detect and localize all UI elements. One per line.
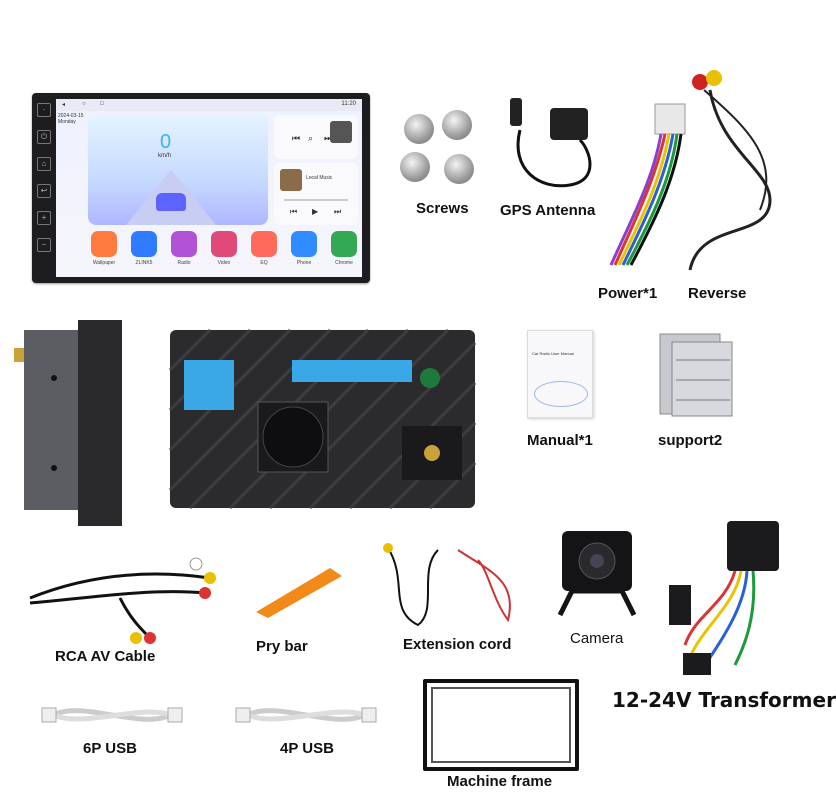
usb-4p-cable-image xyxy=(235,707,377,723)
power-icon: ⏻ xyxy=(37,130,51,144)
label-screws: Screws xyxy=(416,200,469,217)
label-usb4: 4P USB xyxy=(280,740,334,757)
speed-value: 0 xyxy=(160,131,172,153)
volume-down-icon: − xyxy=(37,238,51,252)
label-camera: Camera xyxy=(570,630,624,647)
next-icon[interactable]: ⏭ xyxy=(334,207,342,216)
label-power: Power*1 xyxy=(598,285,658,302)
camera-image xyxy=(557,531,637,617)
home-icon: ⌂ xyxy=(37,157,51,171)
extension-cord-image xyxy=(383,543,511,627)
label-pry-bar: Pry bar xyxy=(256,638,308,655)
chrome-icon xyxy=(331,231,357,257)
unit-back-panel-image xyxy=(168,328,477,510)
media-card[interactable]: ⏮ ⌕ ⏭ xyxy=(274,115,358,159)
screw xyxy=(400,152,430,182)
car-stereo-head-unit: · ⏻ ⌂ ↩ + − ◂ ○ □ 11:20 2024-03-15 Monda… xyxy=(32,93,370,283)
app-radio[interactable]: Radio xyxy=(166,231,202,275)
rca-av-cable-image xyxy=(29,557,216,644)
mic-icon: · xyxy=(37,103,51,117)
app-chrome[interactable]: Chrome xyxy=(326,231,362,275)
label-frame: Machine frame xyxy=(447,773,553,790)
screws-image xyxy=(400,110,480,190)
next-icon[interactable]: ⏭ xyxy=(324,133,333,143)
equalizer-icon xyxy=(251,231,277,257)
side-buttons: · ⏻ ⌂ ↩ + − xyxy=(36,103,52,273)
support-brackets-image xyxy=(659,333,733,417)
manual-graphic xyxy=(534,381,588,407)
power-harness-image xyxy=(609,103,686,266)
app-video[interactable]: Video xyxy=(206,231,242,275)
head-unit-screen: ◂ ○ □ 11:20 2024-03-15 Monday 0 km/h ⏮ ⌕… xyxy=(56,99,362,277)
album-art xyxy=(330,121,352,143)
previous-icon[interactable]: ⏮ xyxy=(292,133,301,143)
previous-icon[interactable]: ⏮ xyxy=(290,207,298,216)
transformer-image xyxy=(669,521,779,675)
manual-cover-text: Car Radio User Manual xyxy=(532,351,574,356)
back-icon: ↩ xyxy=(37,184,51,198)
status-bar: ◂ ○ □ 11:20 xyxy=(56,99,362,111)
music-title: Local Music xyxy=(306,175,333,181)
status-time: 11:20 xyxy=(341,101,356,107)
label-reverse: Reverse xyxy=(688,285,747,302)
pry-bar-image xyxy=(256,568,342,618)
label-gps: GPS Antenna xyxy=(500,202,596,219)
search-icon[interactable]: ⌕ xyxy=(308,133,314,143)
reverse-cable-image xyxy=(688,70,772,271)
recent-apps-icon: □ xyxy=(100,101,104,107)
date-text: 2024-03-15 xyxy=(58,113,84,119)
phone-icon xyxy=(291,231,317,257)
progress-bar[interactable] xyxy=(284,199,348,201)
car-link-icon xyxy=(131,231,157,257)
home-icon: ○ xyxy=(82,101,86,107)
album-art xyxy=(280,169,302,191)
clapper-icon xyxy=(211,231,237,257)
screw xyxy=(442,110,472,140)
machine-frame-image xyxy=(423,679,579,771)
screw xyxy=(404,114,434,144)
volume-up-icon: + xyxy=(37,211,51,225)
frame-inner-edge xyxy=(431,687,571,763)
gps-antenna-image xyxy=(510,98,592,188)
unit-side-view-image xyxy=(14,320,122,526)
weekday-text: Monday xyxy=(58,119,76,125)
label-manual: Manual*1 xyxy=(527,432,593,449)
car-icon xyxy=(156,193,186,211)
speed-unit: km/h xyxy=(158,153,172,159)
label-extension: Extension cord xyxy=(403,636,512,653)
app-eq[interactable]: EQ xyxy=(246,231,282,275)
play-icon[interactable]: ▶ xyxy=(312,207,319,216)
screw xyxy=(444,154,474,184)
usb-6p-cable-image xyxy=(41,707,183,723)
app-zlink[interactable]: ZLINK5 xyxy=(126,231,162,275)
speedometer-card[interactable]: 0 km/h xyxy=(88,115,268,225)
user-manual-image: Car Radio User Manual xyxy=(527,330,593,418)
label-support: support2 xyxy=(658,432,723,449)
label-rca: RCA AV Cable xyxy=(55,648,156,665)
back-icon: ◂ xyxy=(62,102,66,108)
radio-icon xyxy=(171,231,197,257)
app-dock: Wallpaper ZLINK5 Radio Video EQ Phone Ch… xyxy=(86,231,362,275)
date-widget: 2024-03-15 Monday xyxy=(58,113,84,133)
app-phone[interactable]: Phone xyxy=(286,231,322,275)
label-usb6: 6P USB xyxy=(83,740,137,757)
label-transformer: 12-24V Transformer xyxy=(612,688,836,712)
app-wallpaper[interactable]: Wallpaper xyxy=(86,231,122,275)
music-card[interactable]: Local Music ⏮ ▶ ⏭ xyxy=(274,163,358,225)
flower-icon xyxy=(91,231,117,257)
